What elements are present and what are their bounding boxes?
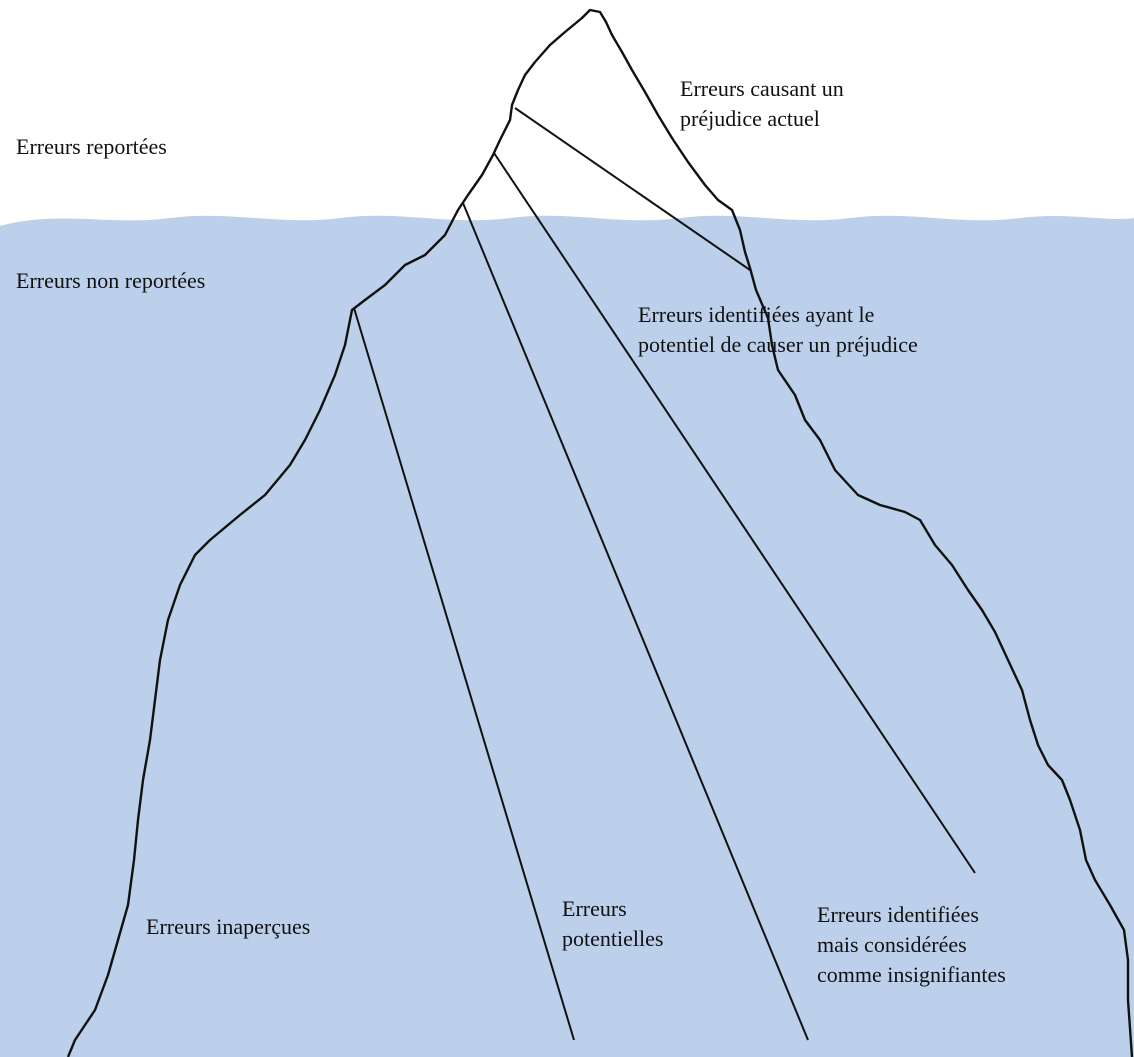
- label-potential-harm-errors: Erreurs identifiées ayant le potentiel d…: [638, 302, 918, 357]
- divider-potential: [462, 202, 809, 1041]
- divider-actual-harm: [514, 107, 751, 271]
- divider-unnoticed: [353, 307, 575, 1041]
- label-insignificant-errors: Erreurs identifiées mais considérées com…: [817, 902, 1006, 987]
- label-unreported-errors: Erreurs non reportées: [16, 268, 206, 293]
- label-reported-errors: Erreurs reportées: [16, 134, 167, 159]
- label-unnoticed-errors: Erreurs inaperçues: [146, 914, 311, 939]
- water-area: [0, 215, 1134, 1057]
- divider-insignificant: [493, 152, 976, 874]
- label-actual-harm-errors: Erreurs causant un préjudice actuel: [680, 76, 844, 131]
- label-potential-errors: Erreurs potentielles: [562, 896, 664, 951]
- iceberg-outline: [66, 8, 1134, 1057]
